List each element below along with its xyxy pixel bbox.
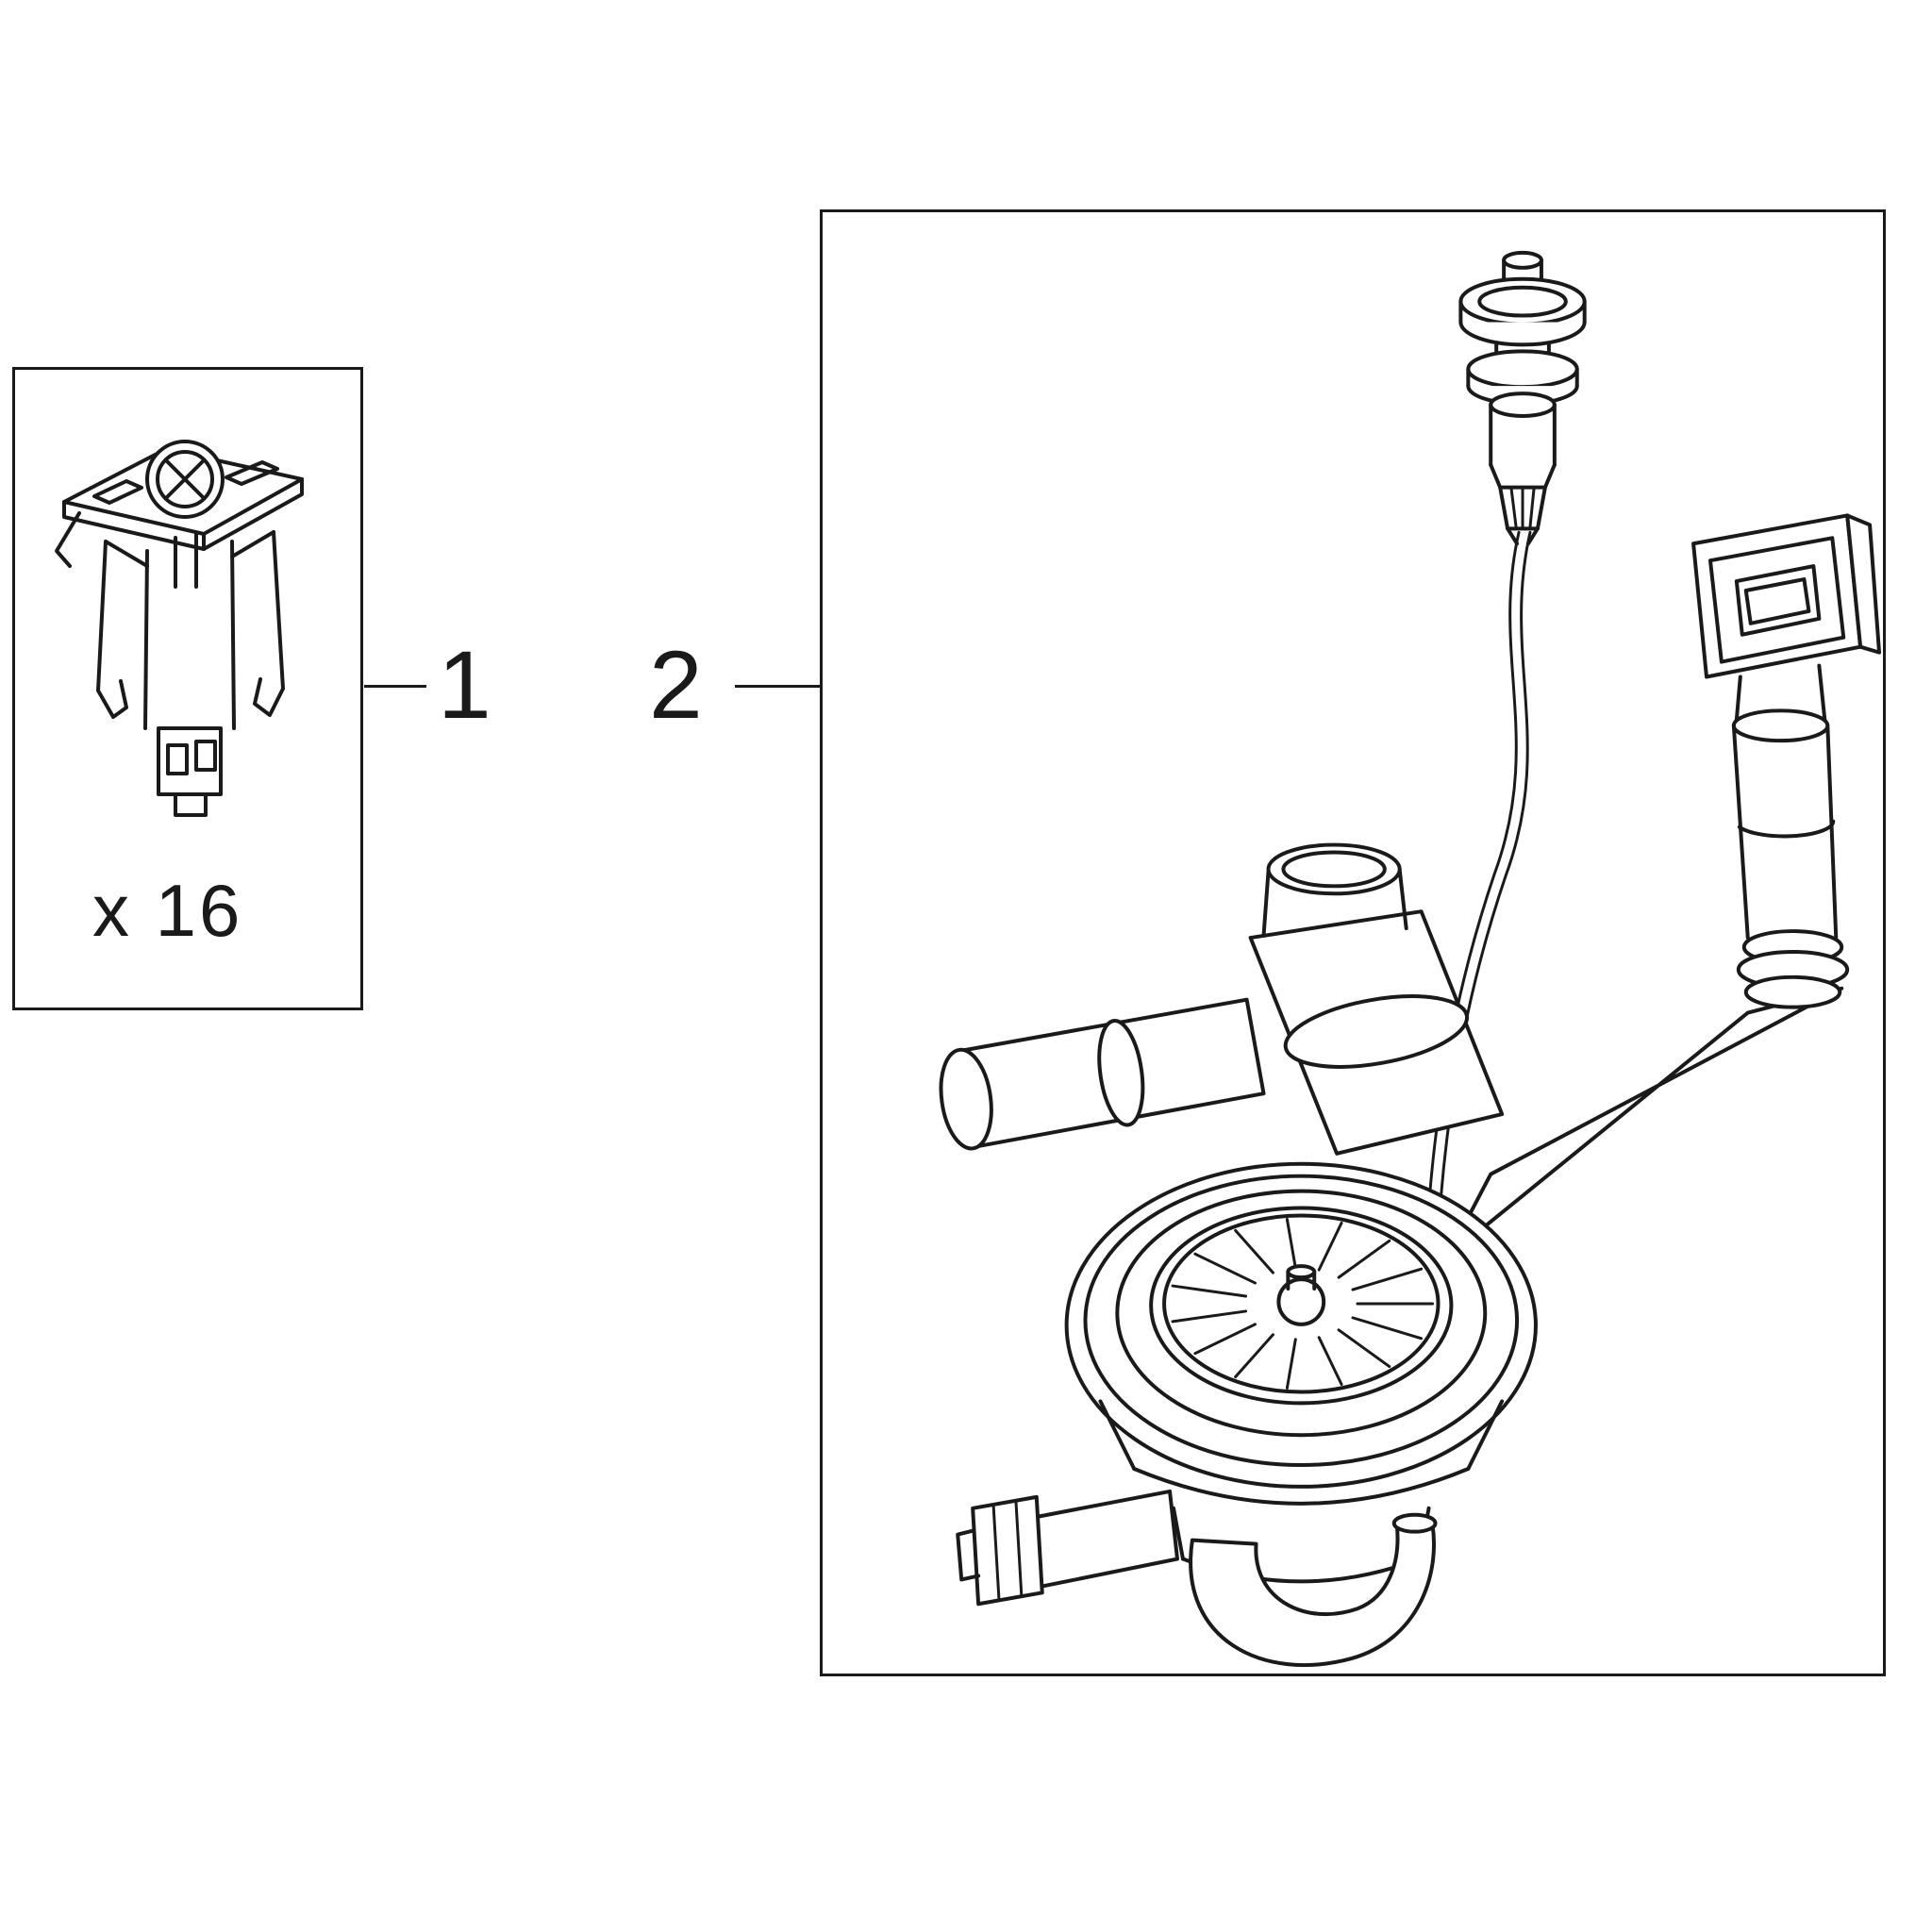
part-1-quantity-label: x 16 xyxy=(92,869,243,952)
part-2-frame xyxy=(820,209,1886,1676)
part-2-callout-number: 2 xyxy=(649,631,703,739)
overflow-standpipe xyxy=(1731,724,1839,941)
drain-assembly-icon xyxy=(939,250,1882,1667)
mounting-clip-icon xyxy=(55,440,304,817)
clip-spring-arm-left xyxy=(96,540,128,719)
overflow-assembly xyxy=(1445,513,1882,1259)
clip-spring-arm-right xyxy=(253,530,285,717)
clip-body xyxy=(143,540,236,730)
overflow-arm-pipe xyxy=(1445,986,1844,1259)
inlet-arm-left xyxy=(939,997,1266,1151)
part-1-callout-number: 1 xyxy=(438,631,491,739)
strainer-spokes xyxy=(1171,1217,1435,1390)
part-2-callout-line xyxy=(735,685,820,688)
strainer-basket-icon xyxy=(1064,1161,1538,1489)
tee-pipe xyxy=(1248,842,1505,1156)
strainer-hub xyxy=(1276,1277,1326,1326)
part-1-callout-line xyxy=(364,685,426,688)
pull-knob-icon xyxy=(1458,250,1587,546)
part-1-frame: x 16 xyxy=(12,367,363,1010)
side-outlet-nut xyxy=(956,1489,1179,1607)
p-trap xyxy=(1189,1512,1438,1667)
